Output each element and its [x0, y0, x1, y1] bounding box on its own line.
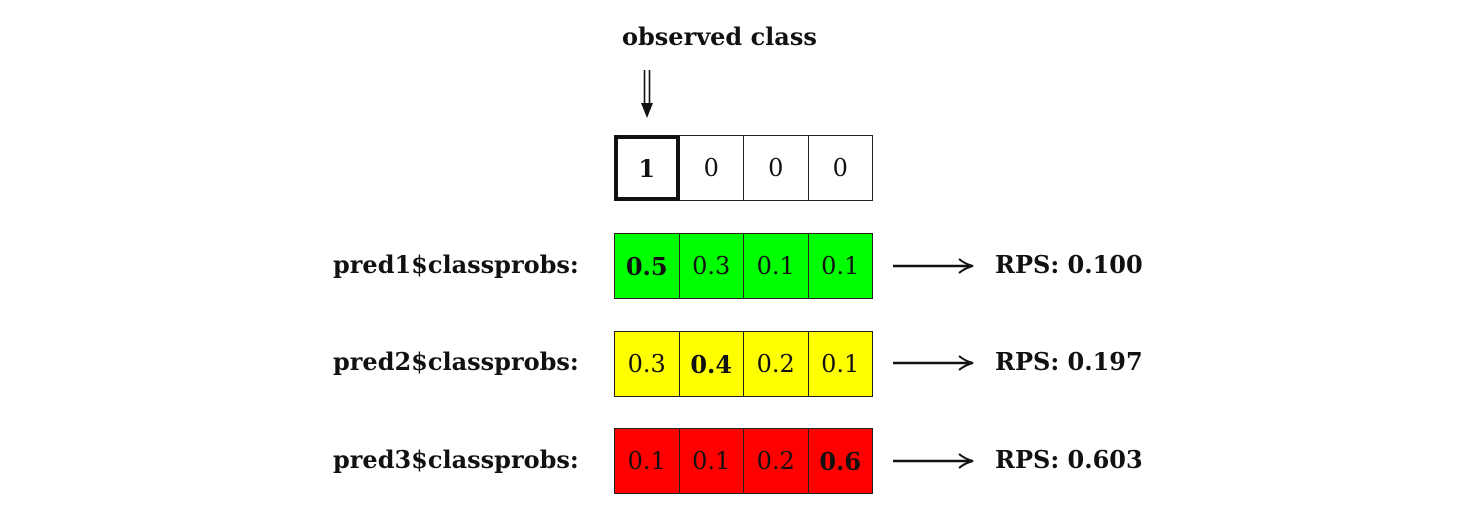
pred1-label: pred1$classprobs: [333, 250, 579, 279]
prob-cell: 0.3 [614, 331, 680, 397]
pred3-rps-score: RPS: 0.603 [995, 445, 1143, 474]
right-arrow-icon [893, 453, 974, 469]
pred2-vector: 0.3 0.4 0.2 0.1 [614, 331, 876, 397]
observed-cell: 0 [678, 135, 744, 201]
observed-cell: 1 [614, 135, 680, 201]
observed-class-title: observed class [622, 22, 817, 51]
prob-cell: 0.6 [807, 428, 873, 494]
right-arrow-icon [893, 355, 974, 371]
right-arrow-icon [893, 258, 974, 274]
down-arrow-icon [641, 70, 653, 118]
observed-cell: 0 [743, 135, 809, 201]
pred2-label: pred2$classprobs: [333, 347, 579, 376]
observed-vector: 1 0 0 0 [614, 135, 876, 201]
pred1-vector: 0.5 0.3 0.1 0.1 [614, 233, 876, 299]
prob-cell: 0.5 [614, 233, 680, 299]
pred3-label: pred3$classprobs: [333, 445, 579, 474]
prob-cell: 0.1 [743, 233, 809, 299]
observed-cell: 0 [807, 135, 873, 201]
pred2-rps-score: RPS: 0.197 [995, 347, 1143, 376]
prob-cell: 0.2 [743, 331, 809, 397]
pred1-rps-score: RPS: 0.100 [995, 250, 1143, 279]
prob-cell: 0.4 [678, 331, 744, 397]
pred3-vector: 0.1 0.1 0.2 0.6 [614, 428, 876, 494]
prob-cell: 0.1 [807, 233, 873, 299]
prob-cell: 0.1 [807, 331, 873, 397]
prob-cell: 0.1 [614, 428, 680, 494]
prob-cell: 0.1 [678, 428, 744, 494]
prob-cell: 0.3 [678, 233, 744, 299]
prob-cell: 0.2 [743, 428, 809, 494]
